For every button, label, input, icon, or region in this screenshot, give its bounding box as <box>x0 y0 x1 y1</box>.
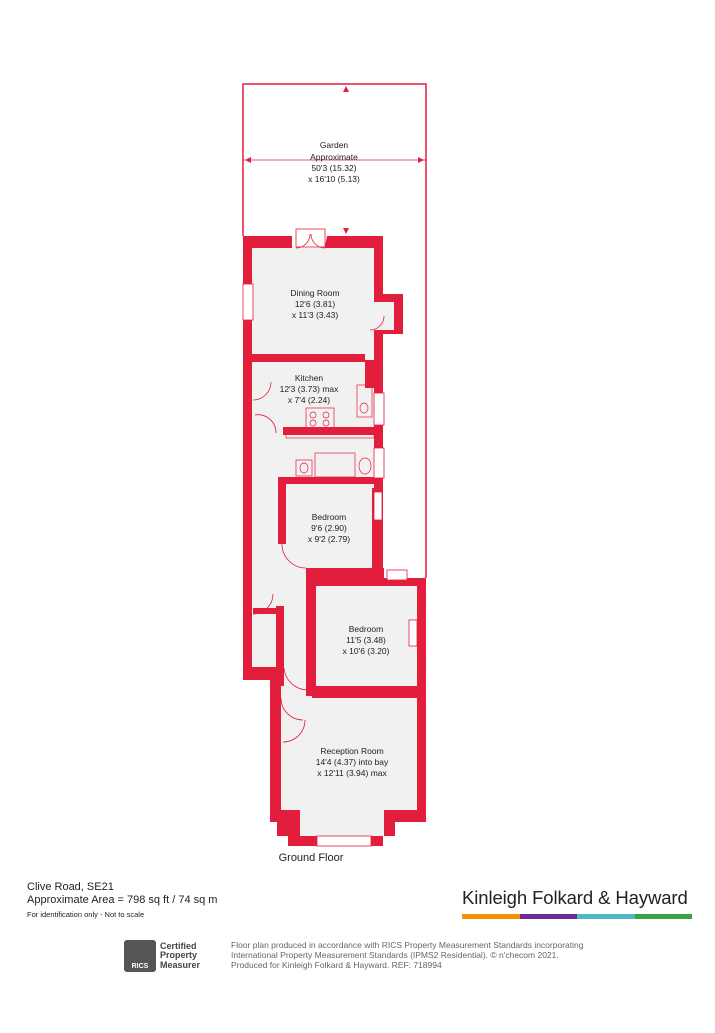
reception-name: Reception Room <box>320 746 383 756</box>
kitchen-label: Kitchen 12'3 (3.73) max x 7'4 (2.24) <box>280 373 340 405</box>
garden-arrows <box>245 86 424 234</box>
rics-logo-icon: RICS <box>124 940 156 972</box>
doors <box>252 233 385 743</box>
garden-dim-1: 50'3 (15.32) <box>311 163 356 173</box>
brand-bar-purple <box>519 914 577 919</box>
garden-approx: Approximate <box>310 152 358 162</box>
bedroom-2-name: Bedroom <box>349 624 384 634</box>
kitchen-name: Kitchen <box>295 373 324 383</box>
agent-name: Kinleigh Folkard & Hayward <box>462 887 688 908</box>
bedroom-1-label: Bedroom 9'6 (2.90) x 9'2 (2.79) <box>308 512 350 544</box>
garden-outline <box>242 83 427 578</box>
brand-bar-green <box>634 914 692 919</box>
bedroom-1-name: Bedroom <box>312 512 347 522</box>
rics-badge: RICS Certified Property Measurer <box>124 939 232 973</box>
floor-plan: Garden Approximate 50'3 (15.32) x 16'10 … <box>242 83 427 864</box>
dining-room-label: Dining Room 12'6 (3.81) x 11'3 (3.43) <box>290 288 339 320</box>
dining-dim-2: x 11'3 (3.43) <box>292 310 339 320</box>
partitions <box>252 354 426 698</box>
disclaimer-line-2: International Property Measurement Stand… <box>231 950 559 960</box>
rics-line-3: Measurer <box>160 959 201 970</box>
dining-name: Dining Room <box>290 288 339 298</box>
fixtures <box>285 384 375 478</box>
bedroom-2-dim-1: 11'5 (3.48) <box>346 635 386 645</box>
address: Clive Road, SE21 <box>27 881 114 893</box>
bedroom-1-dim-2: x 9'2 (2.79) <box>308 534 350 544</box>
garden-dim-2: x 16'10 (5.13) <box>308 174 360 184</box>
rics-text: Certified Property Measurer <box>160 940 201 971</box>
rics-line-1: Certified <box>160 940 197 951</box>
brand-color-bars <box>462 914 692 919</box>
disclaimer: Floor plan produced in accordance with R… <box>231 940 631 970</box>
brand-bar-orange <box>462 914 520 919</box>
bedroom-2-label: Bedroom 11'5 (3.48) x 10'6 (3.20) <box>343 624 390 656</box>
reception-dim-1: 14'4 (4.37) into bay <box>316 757 389 767</box>
disclaimer-line-3: Produced for Kinleigh Folkard & Hayward.… <box>231 960 442 970</box>
kitchen-dim-1: 12'3 (3.73) max <box>280 384 340 394</box>
rics-logo-text: RICS <box>131 963 149 970</box>
approximate-area: Approximate Area = 798 sq ft / 74 sq m <box>27 894 218 906</box>
dining-dim-1: 12'6 (3.81) <box>295 299 336 309</box>
scale-note: For identification only - Not to scale <box>27 910 145 919</box>
floor-label: Ground Floor <box>279 852 344 864</box>
rics-line-2: Property <box>160 950 198 961</box>
agent-branding: Kinleigh Folkard & Hayward <box>462 887 692 919</box>
garden-label: Garden Approximate 50'3 (15.32) x 16'10 … <box>308 140 360 184</box>
disclaimer-line-1: Floor plan produced in accordance with R… <box>231 940 584 950</box>
bedroom-2-dim-2: x 10'6 (3.20) <box>343 646 390 656</box>
reception-room-label: Reception Room 14'4 (4.37) into bay x 12… <box>316 746 389 778</box>
bedroom-1-dim-1: 9'6 (2.90) <box>311 523 347 533</box>
reception-dim-2: x 12'11 (3.94) max <box>317 768 387 778</box>
windows <box>242 228 418 847</box>
garden-name: Garden <box>320 140 349 150</box>
brand-bar-teal <box>577 914 635 919</box>
property-info: Clive Road, SE21 Approximate Area = 798 … <box>27 881 217 919</box>
kitchen-dim-2: x 7'4 (2.24) <box>288 395 330 405</box>
